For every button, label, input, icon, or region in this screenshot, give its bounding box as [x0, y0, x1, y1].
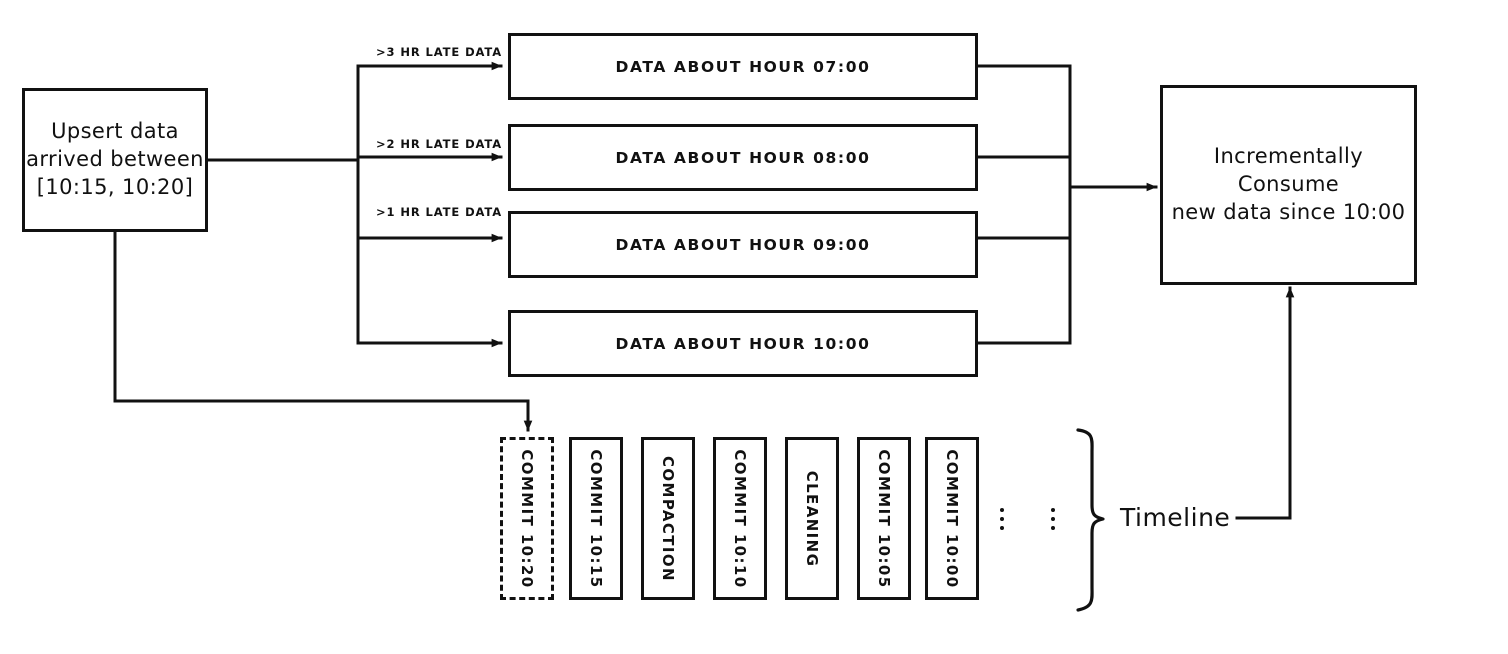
partition-label-hour-09: DATA ABOUT HOUR 09:00: [615, 235, 871, 254]
timeline-commit-1000: COMMIT 10:00: [925, 437, 979, 600]
timeline-commit-1005: COMMIT 10:05: [857, 437, 911, 600]
partition-label-hour-10: DATA ABOUT HOUR 10:00: [615, 334, 871, 353]
partition-box-hour-08: DATA ABOUT HOUR 08:00: [508, 124, 978, 191]
edge-label-late-1hr: >1 HR LATE DATA: [376, 205, 503, 219]
timeline-commit-1000-label: COMMIT 10:00: [943, 448, 961, 589]
timeline-ellipsis-2: [1050, 508, 1056, 530]
timeline-commit-1020: COMMIT 10:20: [500, 437, 554, 600]
partition-label-hour-08: DATA ABOUT HOUR 08:00: [615, 148, 871, 167]
timeline-commit-1020-label: COMMIT 10:20: [518, 448, 536, 589]
timeline-caption: Timeline: [1120, 503, 1231, 532]
edge-source-to-commit-1020: [113, 230, 533, 432]
timeline-cleaning: CLEANING: [785, 437, 839, 600]
edge-timeline-to-consumer: [1235, 286, 1295, 520]
timeline-commit-1010-label: COMMIT 10:10: [731, 448, 749, 589]
incremental-consumer-box: Incrementally Consume new data since 10:…: [1160, 85, 1417, 285]
timeline-cleaning-label: CLEANING: [803, 470, 821, 567]
edge-label-late-3hr: >3 HR LATE DATA: [376, 45, 503, 59]
timeline-commit-1010: COMMIT 10:10: [713, 437, 767, 600]
timeline-compaction: COMPACTION: [641, 437, 695, 600]
timeline-commit-1005-label: COMMIT 10:05: [875, 448, 893, 589]
partition-label-hour-07: DATA ABOUT HOUR 07:00: [615, 57, 871, 76]
incremental-consumer-label: Incrementally Consume new data since 10:…: [1171, 144, 1406, 224]
timeline-ellipsis-1: [999, 508, 1005, 530]
partition-box-hour-10: DATA ABOUT HOUR 10:00: [508, 310, 978, 377]
upsert-source-label: Upsert data arrived between [10:15, 10:2…: [26, 119, 204, 199]
partition-box-hour-09: DATA ABOUT HOUR 09:00: [508, 211, 978, 278]
edge-label-late-2hr: >2 HR LATE DATA: [376, 137, 503, 151]
timeline-commit-1015: COMMIT 10:15: [569, 437, 623, 600]
timeline-brace: [1076, 428, 1105, 612]
partition-box-hour-07: DATA ABOUT HOUR 07:00: [508, 33, 978, 100]
upsert-source-box: Upsert data arrived between [10:15, 10:2…: [22, 88, 208, 232]
timeline-compaction-label: COMPACTION: [659, 455, 677, 582]
timeline-commit-1015-label: COMMIT 10:15: [587, 448, 605, 589]
